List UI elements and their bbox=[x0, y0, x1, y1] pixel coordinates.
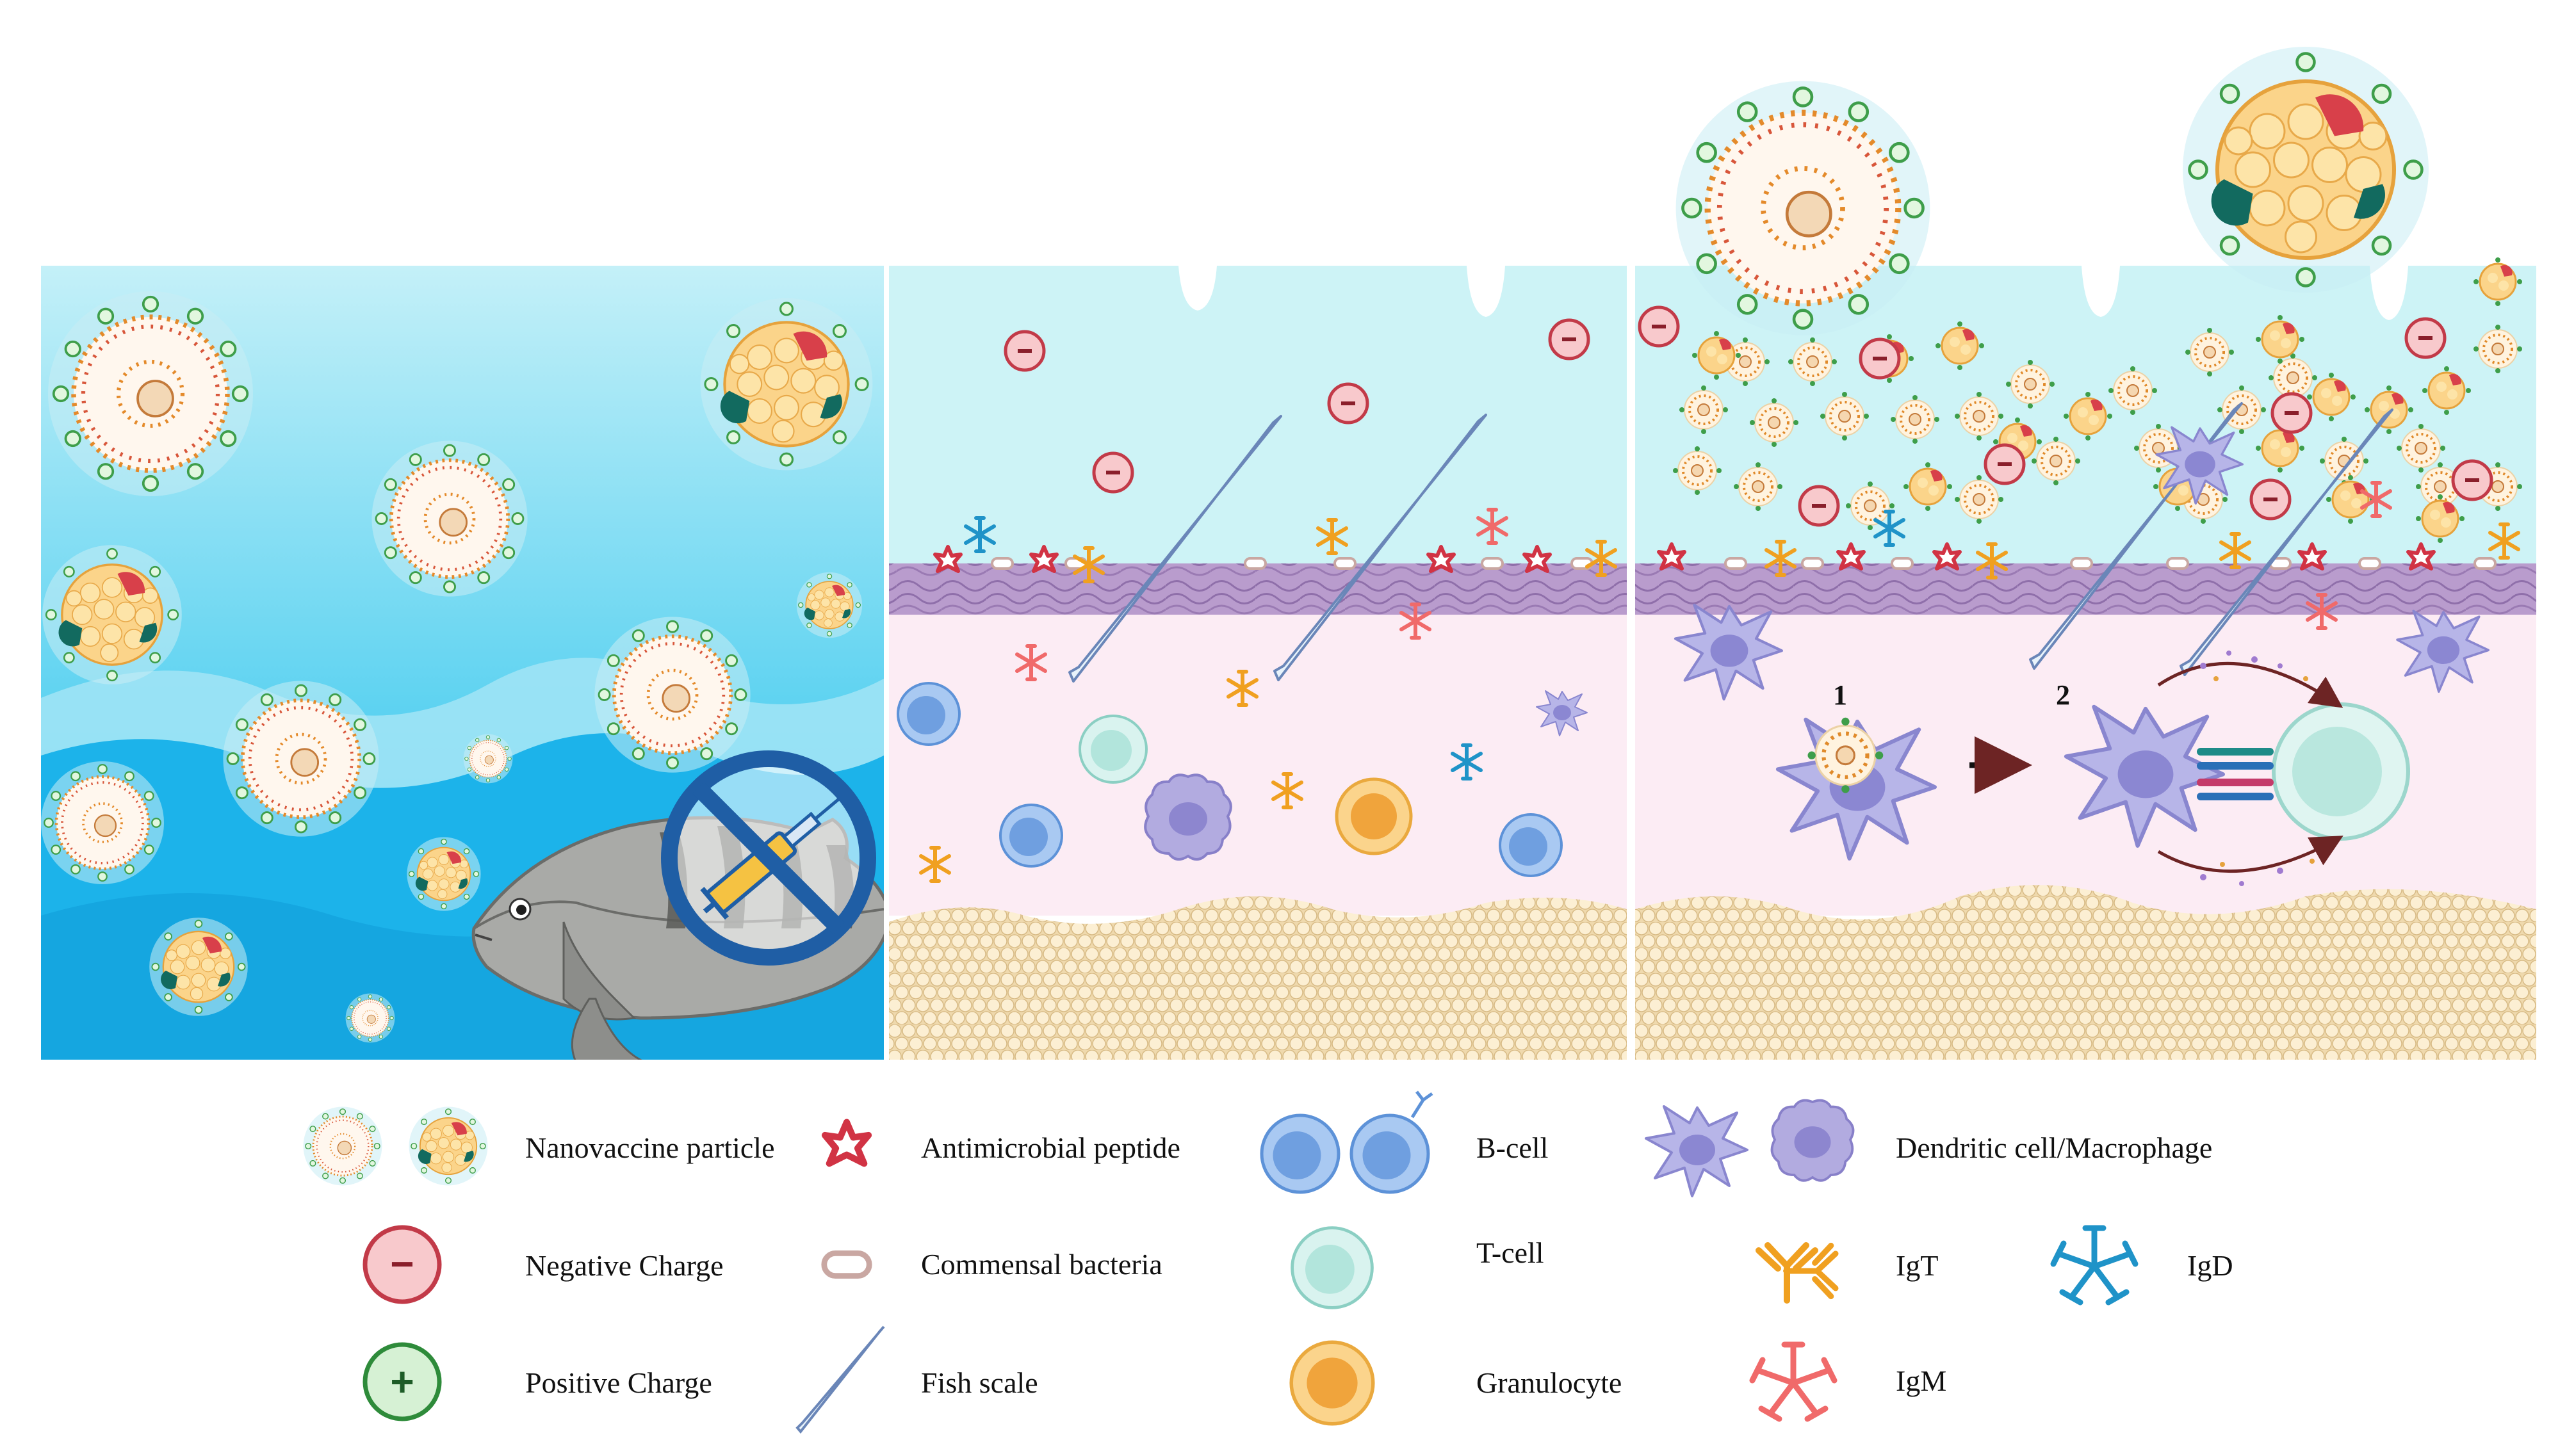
macrophage-icon bbox=[1770, 1099, 1855, 1182]
legend: Nanovaccine particle − Negative Charge +… bbox=[302, 1090, 2233, 1434]
negative-charge bbox=[1985, 445, 2024, 483]
legend-dc: Dendritic cell/Macrophage bbox=[1645, 1099, 2212, 1197]
negative-charge bbox=[2251, 480, 2290, 519]
legend-positive-label: Positive Charge bbox=[525, 1366, 712, 1399]
nanovaccine-liposome bbox=[345, 992, 396, 1044]
b-cell-icon bbox=[1262, 1115, 1339, 1192]
negative-charge bbox=[2453, 461, 2491, 499]
commensal-bacteria-icon bbox=[824, 1253, 869, 1275]
legend-commensal-label: Commensal bacteria bbox=[921, 1248, 1162, 1281]
b-cell-receptor-icon bbox=[1351, 1115, 1428, 1192]
legend-scale-label: Fish scale bbox=[921, 1366, 1038, 1399]
granulocyte bbox=[1337, 779, 1411, 853]
legend-bcell-label: B-cell bbox=[1476, 1131, 1548, 1164]
legend-nanovaccine: Nanovaccine particle bbox=[302, 1106, 775, 1186]
legend-nanovaccine-icon bbox=[302, 1106, 383, 1186]
antimicrobial-peptide-icon bbox=[825, 1122, 868, 1164]
positive-sign: + bbox=[390, 1359, 414, 1405]
mhc-tcr-complex bbox=[2197, 748, 2274, 800]
positive-charge-icon bbox=[363, 1342, 442, 1421]
t-cell-icon bbox=[1292, 1228, 1373, 1308]
panel-skin-uptake: 1 2 bbox=[1635, 47, 2536, 1060]
legend-igd-label: IgD bbox=[2187, 1249, 2233, 1282]
macrophage bbox=[1144, 773, 1232, 861]
negative-charge bbox=[1006, 332, 1044, 370]
nanovaccine-polymer bbox=[2183, 47, 2429, 293]
legend-igt-label: IgT bbox=[1896, 1249, 1938, 1282]
nanovaccine-polymer bbox=[796, 571, 863, 639]
legend-tcell-label: T-cell bbox=[1476, 1236, 1544, 1269]
nanovaccine-polymer bbox=[148, 916, 249, 1017]
nanovaccine-liposome bbox=[1676, 81, 1930, 336]
t-cell bbox=[1079, 715, 1148, 784]
igm-icon bbox=[1752, 1345, 1834, 1419]
legend-bcell: B-cell bbox=[1262, 1090, 1548, 1192]
granulocyte-icon bbox=[1291, 1342, 1373, 1424]
step-2-label: 2 bbox=[2056, 679, 2070, 711]
negative-charge bbox=[1640, 307, 1678, 346]
legend-granulocyte-label: Granulocyte bbox=[1476, 1366, 1622, 1399]
legend-dc-label: Dendritic cell/Macrophage bbox=[1896, 1131, 2212, 1164]
legend-amp-label: Antimicrobial peptide bbox=[921, 1131, 1180, 1164]
nanovaccine-liposome bbox=[41, 761, 164, 884]
nanovaccine-liposome bbox=[48, 291, 253, 496]
negative-charge bbox=[2272, 394, 2311, 432]
negative-charge bbox=[1800, 487, 1838, 525]
nanovaccine-polymer bbox=[701, 298, 873, 471]
panel-skin-baseline bbox=[889, 266, 1627, 1060]
nanovaccine-liposome bbox=[594, 617, 750, 772]
nanovaccine-polymer bbox=[406, 836, 482, 912]
nanovaccine-liposome bbox=[371, 441, 527, 596]
b-cell-receptor bbox=[999, 804, 1063, 868]
panel-water bbox=[41, 266, 884, 1060]
negative-charge bbox=[1329, 384, 1367, 423]
negative-charge bbox=[1861, 339, 1899, 378]
legend-igm-label: IgM bbox=[1896, 1364, 1946, 1397]
step-2-antigen-presentation bbox=[2066, 651, 2410, 886]
b-cell bbox=[897, 682, 961, 746]
legend-positive: + Positive Charge bbox=[363, 1342, 712, 1421]
legend-igd: IgD bbox=[2053, 1228, 2233, 1302]
negative-charge-icon bbox=[363, 1225, 442, 1304]
b-cell-receptor bbox=[1499, 813, 1563, 877]
legend-amp: Antimicrobial peptide bbox=[825, 1122, 1180, 1164]
nanovaccine-polymer bbox=[41, 544, 183, 686]
negative-sign: − bbox=[390, 1241, 414, 1287]
legend-commensal: Commensal bacteria bbox=[824, 1248, 1162, 1281]
dendritic-cell-icon bbox=[1645, 1105, 1748, 1197]
legend-scale: Fish scale bbox=[795, 1325, 1038, 1434]
negative-charge bbox=[1094, 453, 1132, 492]
fish-scale-icon bbox=[795, 1325, 885, 1434]
legend-negative-label: Negative Charge bbox=[525, 1249, 724, 1282]
negative-charge bbox=[1550, 320, 1588, 359]
legend-nanovaccine-icon bbox=[408, 1106, 489, 1186]
legend-igt: IgT bbox=[1759, 1245, 1938, 1300]
negative-charge bbox=[2406, 319, 2445, 357]
igd-icon bbox=[2053, 1228, 2135, 1302]
nanovaccine-liposome bbox=[462, 733, 514, 784]
legend-negative: − Negative Charge bbox=[363, 1225, 724, 1304]
legend-granulocyte: Granulocyte bbox=[1291, 1342, 1622, 1424]
legend-nanovaccine-label: Nanovaccine particle bbox=[525, 1131, 775, 1164]
no-injection-icon bbox=[661, 750, 876, 966]
legend-tcell: T-cell bbox=[1292, 1228, 1544, 1308]
nanovaccine-liposome bbox=[223, 681, 379, 836]
legend-igm: IgM bbox=[1752, 1345, 1946, 1419]
step-1-label: 1 bbox=[1833, 679, 1847, 711]
